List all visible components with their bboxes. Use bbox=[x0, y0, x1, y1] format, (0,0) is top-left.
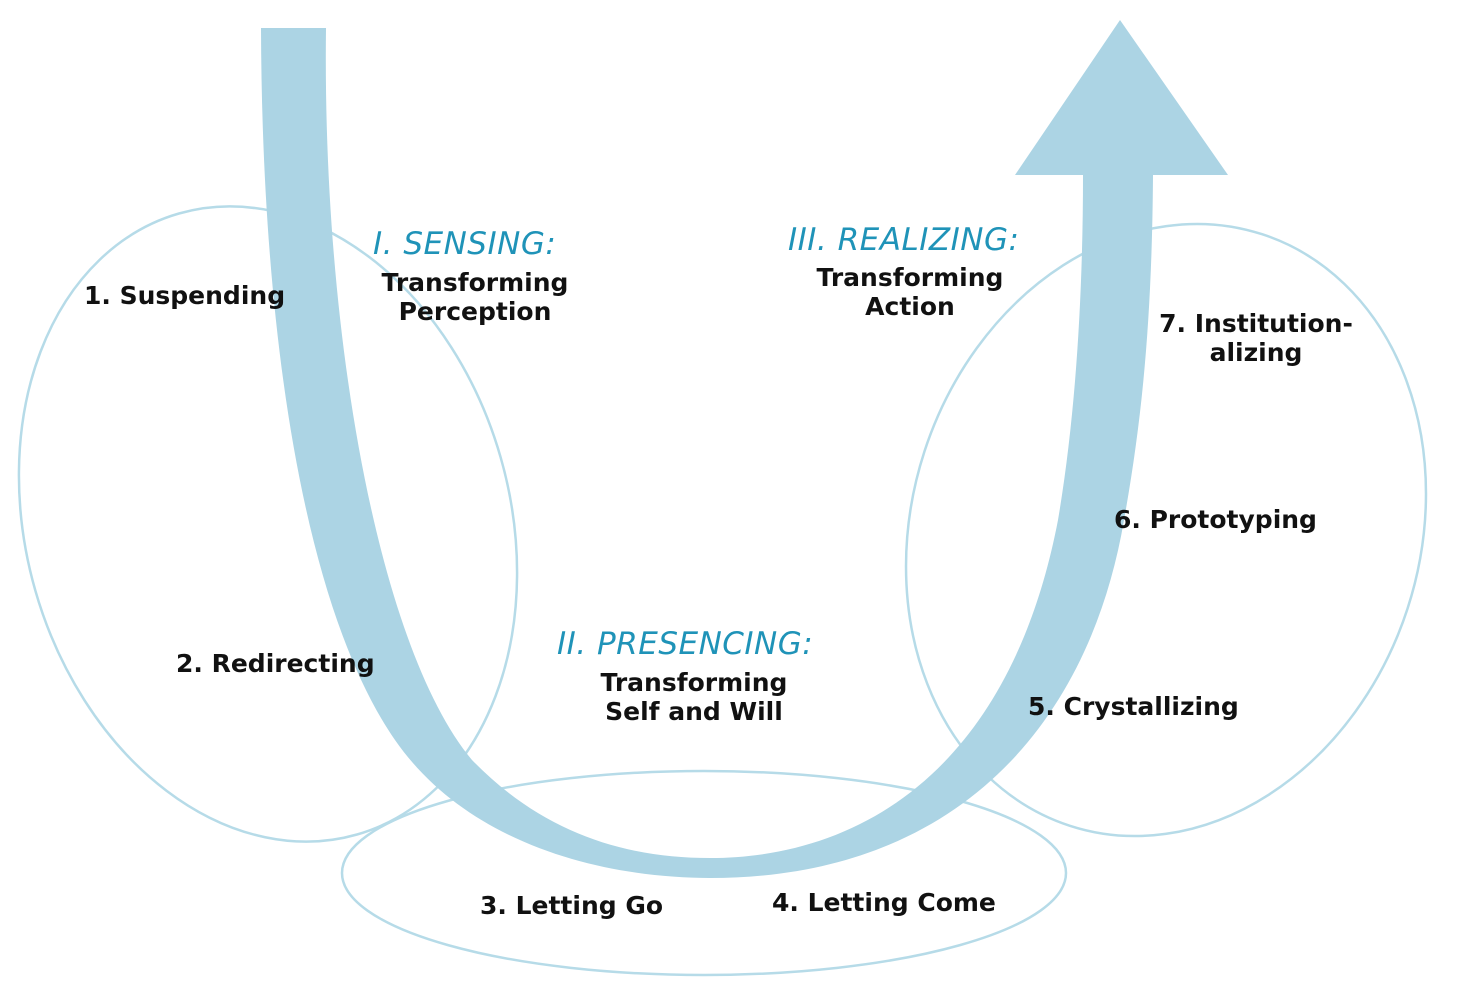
sensing-subtitle-line1: Transforming bbox=[382, 268, 569, 297]
sensing-title: I. SENSING: bbox=[373, 226, 556, 262]
realizing-subtitle-line2: Action bbox=[865, 292, 955, 321]
sensing-loop bbox=[17, 205, 519, 843]
step-institutionalizing-line2: alizing bbox=[1210, 338, 1303, 367]
presencing-loop bbox=[340, 769, 1068, 977]
presencing-subtitle-line1: Transforming bbox=[601, 668, 788, 697]
realizing-title: III. REALIZING: bbox=[788, 222, 1019, 258]
realizing-loop bbox=[904, 222, 1428, 838]
step-prototyping: 6. Prototyping bbox=[1114, 505, 1317, 534]
step-letting-go: 3. Letting Go bbox=[480, 891, 663, 920]
step-suspending: 1. Suspending bbox=[84, 281, 285, 310]
sensing-subtitle-line2: Perception bbox=[399, 297, 552, 326]
realizing-subtitle-line1: Transforming bbox=[817, 263, 1004, 292]
u-arrow bbox=[261, 20, 1228, 878]
step-institutionalizing-line1: 7. Institution- bbox=[1159, 309, 1353, 338]
presencing-subtitle-line2: Self and Will bbox=[605, 697, 783, 726]
step-letting-come: 4. Letting Come bbox=[772, 888, 996, 917]
step-crystallizing: 5. Crystallizing bbox=[1028, 692, 1239, 721]
step-redirecting: 2. Redirecting bbox=[176, 649, 375, 678]
presencing-title: II. PRESENCING: bbox=[557, 626, 813, 662]
